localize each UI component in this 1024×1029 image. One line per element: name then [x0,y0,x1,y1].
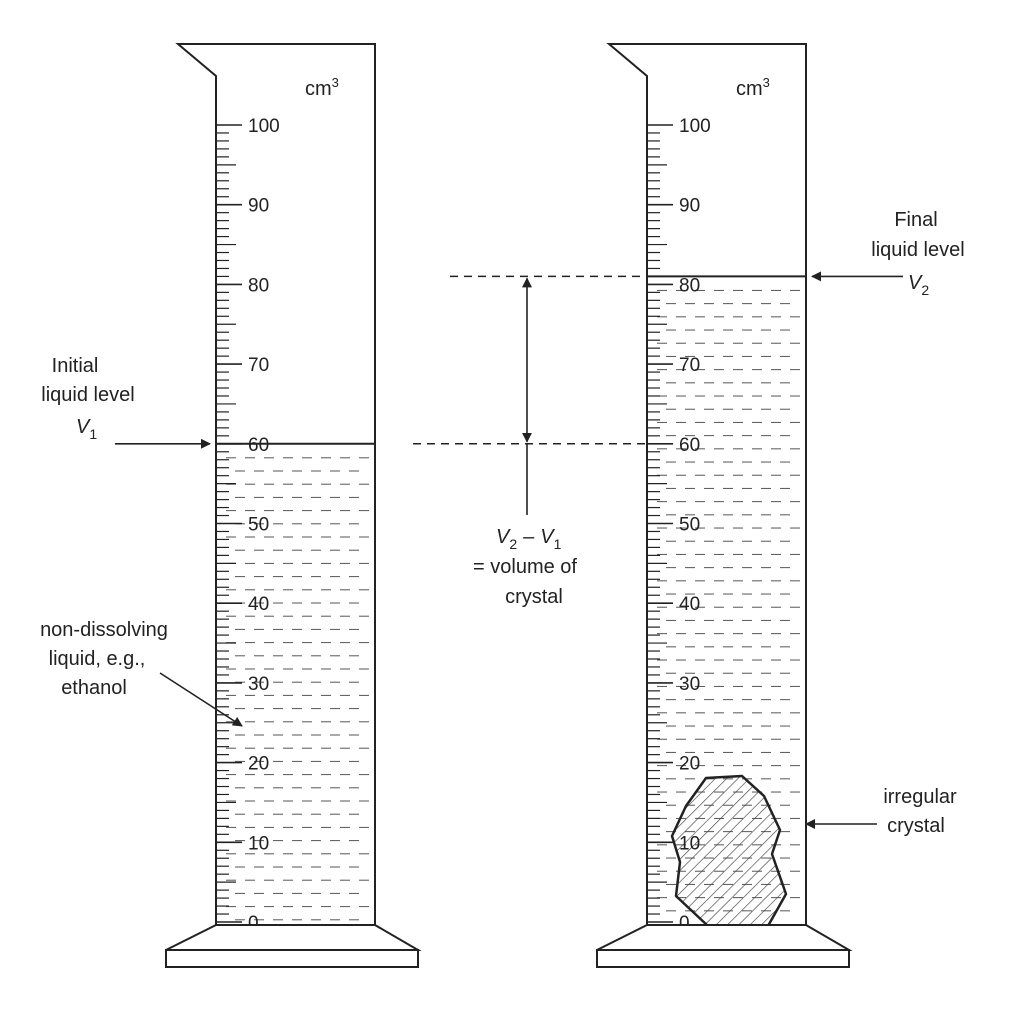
initial-level-label: Initial liquid level V1 [41,355,134,442]
svg-text:V2: V2 [908,272,929,298]
left-scale-label: 20 [248,754,269,775]
right-scale-labels: 0 10 20 30 40 50 60 70 80 90 100 [679,116,711,934]
left-scale-label: 60 [248,435,269,456]
left-scale-label: 0 [248,913,259,934]
right-cylinder: 0 10 20 30 40 50 60 70 80 90 100 cm3 [596,43,853,968]
left-base [165,924,422,951]
right-scale-label: 20 [679,754,700,775]
final-level-label: Final liquid level V2 [871,209,964,298]
svg-text:liquid level: liquid level [41,384,134,406]
svg-text:ethanol: ethanol [61,677,127,699]
crystal-label: irregular crystal [883,786,957,837]
svg-text:V2–V1: V2–V1 [496,526,562,552]
right-scale-label: 10 [679,833,700,854]
liquid-label: non-dissolving liquid, e.g., ethanol [40,619,168,699]
svg-text:crystal: crystal [505,586,563,608]
right-scale-label: 90 [679,196,700,217]
difference-label: V2–V1 = volume of crystal [473,526,577,608]
right-scale-label: 50 [679,515,700,536]
left-cylinder: 0 10 20 30 40 50 60 70 80 90 100 cm3 [165,43,422,968]
right-scale-label: 70 [679,355,700,376]
left-scale-label: 70 [248,355,269,376]
right-scale-label: 60 [679,435,700,456]
svg-text:liquid, e.g.,: liquid, e.g., [49,648,146,670]
svg-text:= volume of: = volume of [473,556,577,578]
svg-text:non-dissolving: non-dissolving [40,619,168,641]
left-scale-label: 40 [248,594,269,615]
right-scale-label: 30 [679,674,700,695]
left-unit-label: cm3 [305,75,339,100]
right-cylinder-outline [606,43,807,925]
left-scale-ticks [216,124,242,923]
left-cylinder-outline [175,43,376,925]
svg-text:Final: Final [894,209,937,231]
right-base [596,924,853,951]
left-scale-label: 10 [248,833,269,854]
svg-text:V1: V1 [76,416,97,442]
right-scale-label: 80 [679,275,700,296]
volume-difference-indicator [413,275,647,515]
left-scale-labels: 0 10 20 30 40 50 60 70 80 90 100 [248,116,280,934]
right-scale-ticks [647,124,673,923]
liquid-label-arrow [159,672,243,727]
left-base-foot [165,949,419,968]
svg-text:irregular: irregular [883,786,957,808]
left-scale-label: 90 [248,196,269,217]
right-unit-label: cm3 [736,75,770,100]
svg-text:liquid level: liquid level [871,239,964,261]
svg-text:Initial: Initial [52,355,99,377]
svg-text:crystal: crystal [887,815,945,837]
left-scale-label: 80 [248,275,269,296]
right-scale-label: 0 [679,913,690,934]
left-scale-label: 30 [248,674,269,695]
left-scale-label: 50 [248,515,269,536]
left-scale-label: 100 [248,116,280,137]
left-liquid-dashes [226,457,369,921]
right-base-foot [596,949,850,968]
right-scale-label: 100 [679,116,711,137]
right-scale-label: 40 [679,594,700,615]
